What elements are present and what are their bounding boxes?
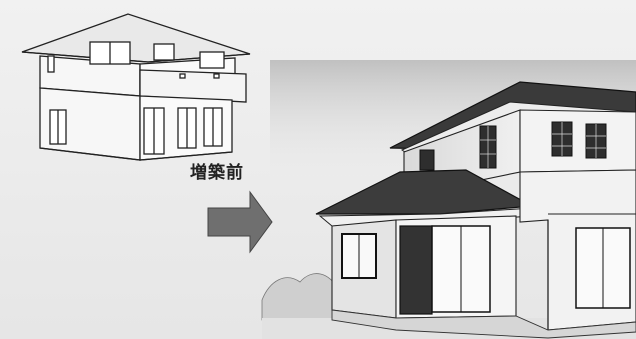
caption-label: 増築前: [190, 163, 244, 183]
right-arrow-icon: [207, 190, 273, 254]
house-before-drawing: [21, 13, 251, 161]
house-after-drawing: [261, 60, 636, 339]
